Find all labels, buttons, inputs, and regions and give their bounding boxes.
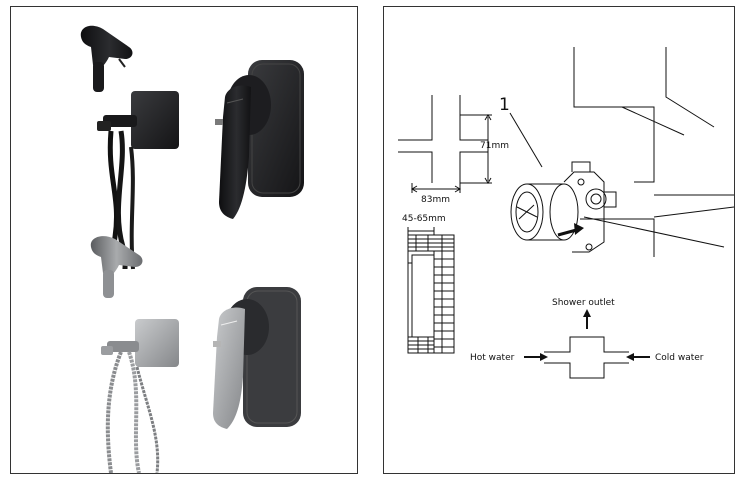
brand-logo-icon	[215, 119, 223, 125]
callout-leader	[509, 112, 543, 168]
brand-logo-icon	[213, 341, 221, 347]
installation-diagram: 1 71mm 83mm	[398, 47, 735, 379]
installation-diagram-panel: 1 71mm 83mm	[383, 6, 735, 474]
wall-depth-label: 45-65mm	[402, 214, 446, 224]
black-hygienic-shower	[80, 25, 179, 270]
cold-water-label: Cold water	[655, 353, 704, 363]
hot-water-label: Hot water	[470, 353, 515, 363]
gunmetal-hygienic-shower	[90, 236, 179, 474]
product-photos-panel	[10, 6, 358, 474]
niche-outline	[398, 95, 492, 193]
niche-height-label: 71mm	[480, 141, 509, 151]
niche-width-label: 83mm	[421, 195, 450, 205]
wall-section	[407, 227, 455, 354]
concealed-mixer-body	[510, 47, 735, 257]
water-connection-schematic	[524, 309, 650, 379]
product-photos	[80, 25, 304, 474]
callout-number: 1	[499, 95, 510, 115]
gunmetal-mixer	[213, 287, 301, 429]
black-mixer	[215, 60, 304, 219]
insert-arrow-head	[574, 223, 584, 235]
shower-outlet-label: Shower outlet	[552, 298, 615, 308]
